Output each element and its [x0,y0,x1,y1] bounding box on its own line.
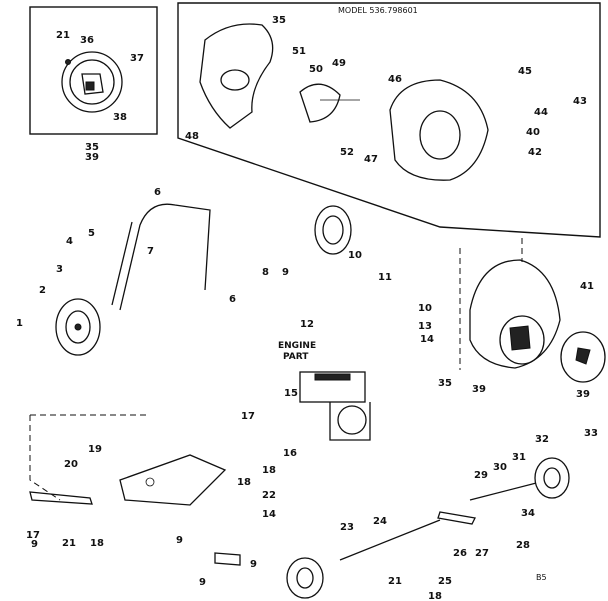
callout-17b: 21 [62,538,76,549]
callout-23: 9 [250,559,257,570]
left-rear-wheel-drawing [55,298,101,356]
callout-22: 18 [90,538,104,549]
bracket-28-drawing [437,511,476,525]
callout-38: 37 [130,53,144,64]
callout-47: 52 [340,147,354,158]
callout-16: 15 [284,388,298,399]
callout-9c: 9 [176,535,183,546]
inset-housing-drawing [61,51,123,113]
callout-1: 1 [16,318,23,329]
callout-48: 49 [332,58,346,69]
callout-46: 47 [364,154,378,165]
callout-14b: 22 [262,490,276,501]
callout-33: 32 [535,434,549,445]
engine-drawing [299,371,371,441]
callout-51: 35 [272,15,286,26]
callout-17: 16 [283,448,297,459]
inset-callout: 35 [85,142,99,153]
callout-15: 14 [420,334,434,345]
callout-37: 36 [80,35,94,46]
callout-49: 50 [309,64,323,75]
handle-drawing [111,203,211,311]
callout-6b: 6 [229,294,236,305]
blower-housing-frame [177,2,601,238]
callout-4: 4 [66,236,73,247]
callout-39c: 39 [472,384,486,395]
callout-18c: 17 [26,530,40,541]
callout-2: 2 [39,285,46,296]
impeller-drawing [299,83,360,123]
engine-label-line2: PART [283,352,309,362]
callout-9: 9 [282,267,289,278]
callout-24: 23 [340,522,354,533]
callout-12: 11 [378,272,392,283]
callout-21b: 24 [373,516,387,527]
callout-40: 43 [573,96,587,107]
callout-50: 51 [292,46,306,57]
callout-45: 46 [388,74,402,85]
callout-25: 21 [388,576,402,587]
callout-18e: 18 [428,591,442,601]
upper-wheel-drawing [314,205,352,255]
callout-42: 40 [526,127,540,138]
bracket-22-drawing [29,491,93,505]
callout-20: 19 [88,444,102,455]
callout-43: 44 [534,107,548,118]
callout-52: 48 [185,131,199,142]
callout-7: 7 [147,246,154,257]
callout-39b: 41 [580,281,594,292]
frame-plate-drawing [119,454,227,506]
model-number-text: MODEL 536.798601 [338,6,418,15]
callout-34: 33 [584,428,598,439]
callout-39: 38 [113,112,127,123]
callout-31: 30 [493,462,507,473]
callout-18b: 18 [237,477,251,488]
inset-box [29,6,158,135]
callout-21c: 34 [521,508,535,519]
callout-19: 18 [262,465,276,476]
callout-5: 5 [88,228,95,239]
callout-8: 8 [262,267,269,278]
callout-35: 39 [85,152,99,163]
engine-label-line1: ENGINE [278,341,316,351]
callout-13: 12 [300,319,314,330]
bracket-23-drawing [214,552,241,566]
upper-housing-drawing [389,79,489,181]
callout-18: 17 [241,411,255,422]
callout-6: 6 [154,187,161,198]
callout-36: 21 [56,30,70,41]
callout-10: 35 [438,378,452,389]
callout-9e: 10 [418,303,432,314]
callout-41: 42 [528,147,542,158]
callout-44: 45 [518,66,532,77]
lower-housing-drawing [469,259,606,383]
callout-30: 29 [474,470,488,481]
guide-line [29,415,61,501]
callout-21: 20 [64,459,78,470]
callout-14: 13 [418,321,432,332]
callout-labels: 1 2 3 4 5 6 7 6 8 9 10 11 12 13 14 15 16… [16,15,598,601]
corner-code: B5 [536,573,547,582]
callout-11: 10 [348,250,362,261]
back-plate-drawing [199,23,274,129]
front-left-wheel-drawing [286,557,324,599]
callout-9d: 9 [199,577,206,588]
callout-29: 28 [516,540,530,551]
callout-28: 27 [475,548,489,559]
front-right-wheel-drawing [534,457,570,499]
callout-18d: 9 [31,539,38,550]
callout-35b: 39 [576,389,590,400]
callout-27: 26 [453,548,467,559]
callout-3: 3 [56,264,63,275]
callout-32: 31 [512,452,526,463]
callout-9b: 14 [262,509,276,520]
callout-26: 25 [438,576,452,587]
